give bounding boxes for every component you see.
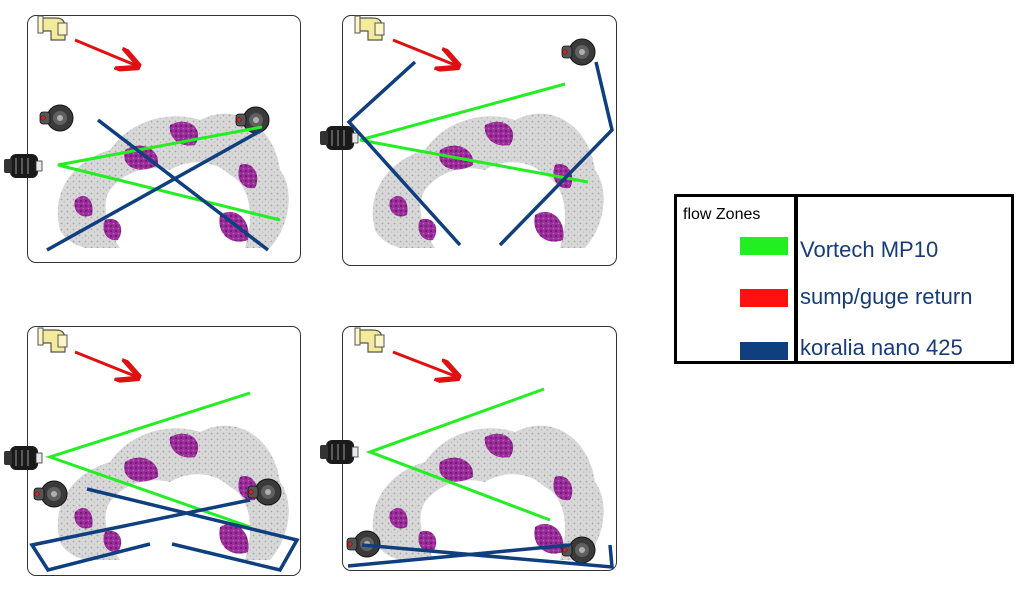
return-elbow-icon: [354, 327, 385, 353]
koralia-nano-label: koralia nano 425: [800, 335, 963, 360]
vortech-mp10-label: Vortech MP10: [800, 237, 939, 262]
koralia-flow-line: [46, 128, 263, 252]
koralia-pump-icon: [561, 38, 596, 66]
sump-return-swatch: [740, 289, 788, 307]
panel-2-content: [319, 15, 614, 248]
vortech-pump-icon: [319, 125, 359, 151]
mp10-flow-line: [365, 387, 551, 522]
koralia-flow-line: [29, 498, 251, 573]
legend-title: flow Zones: [683, 206, 761, 223]
vortech-mp10-swatch: [740, 237, 788, 255]
return-flow-arrow: [74, 350, 135, 376]
koralia-flow-line: [96, 118, 270, 252]
legend-divider: [794, 194, 798, 364]
vortech-pump-icon: [319, 439, 359, 465]
return-flow-arrow: [392, 350, 455, 376]
koralia-pump-icon: [33, 480, 68, 508]
sump-return-label: sump/guge return: [800, 284, 973, 309]
koralia-pump-icon: [39, 104, 74, 132]
koralia-nano-swatch: [740, 342, 788, 360]
koralia-flow-line: [498, 61, 614, 247]
mp10-flow-line: [359, 82, 589, 184]
flow-zones-legend: flow Zones Vortech MP10 sump/guge return…: [674, 194, 1014, 364]
koralia-flow-line: [361, 543, 614, 569]
mp10-flow-line: [45, 391, 251, 529]
return-flow-arrow: [74, 38, 135, 65]
return-flow-arrow: [392, 38, 455, 65]
koralia-flow-line: [346, 60, 462, 247]
koralia-flow-line: [86, 487, 300, 573]
return-elbow-icon: [354, 15, 385, 41]
panel-4-content: [319, 327, 614, 569]
vortech-pump-icon: [3, 445, 43, 471]
panel-3-content: [3, 327, 300, 573]
panel-1-content: [3, 15, 289, 252]
vortech-pump-icon: [3, 153, 43, 179]
return-elbow-icon: [37, 15, 68, 41]
return-elbow-icon: [37, 327, 68, 353]
koralia-flow-line: [347, 543, 571, 568]
